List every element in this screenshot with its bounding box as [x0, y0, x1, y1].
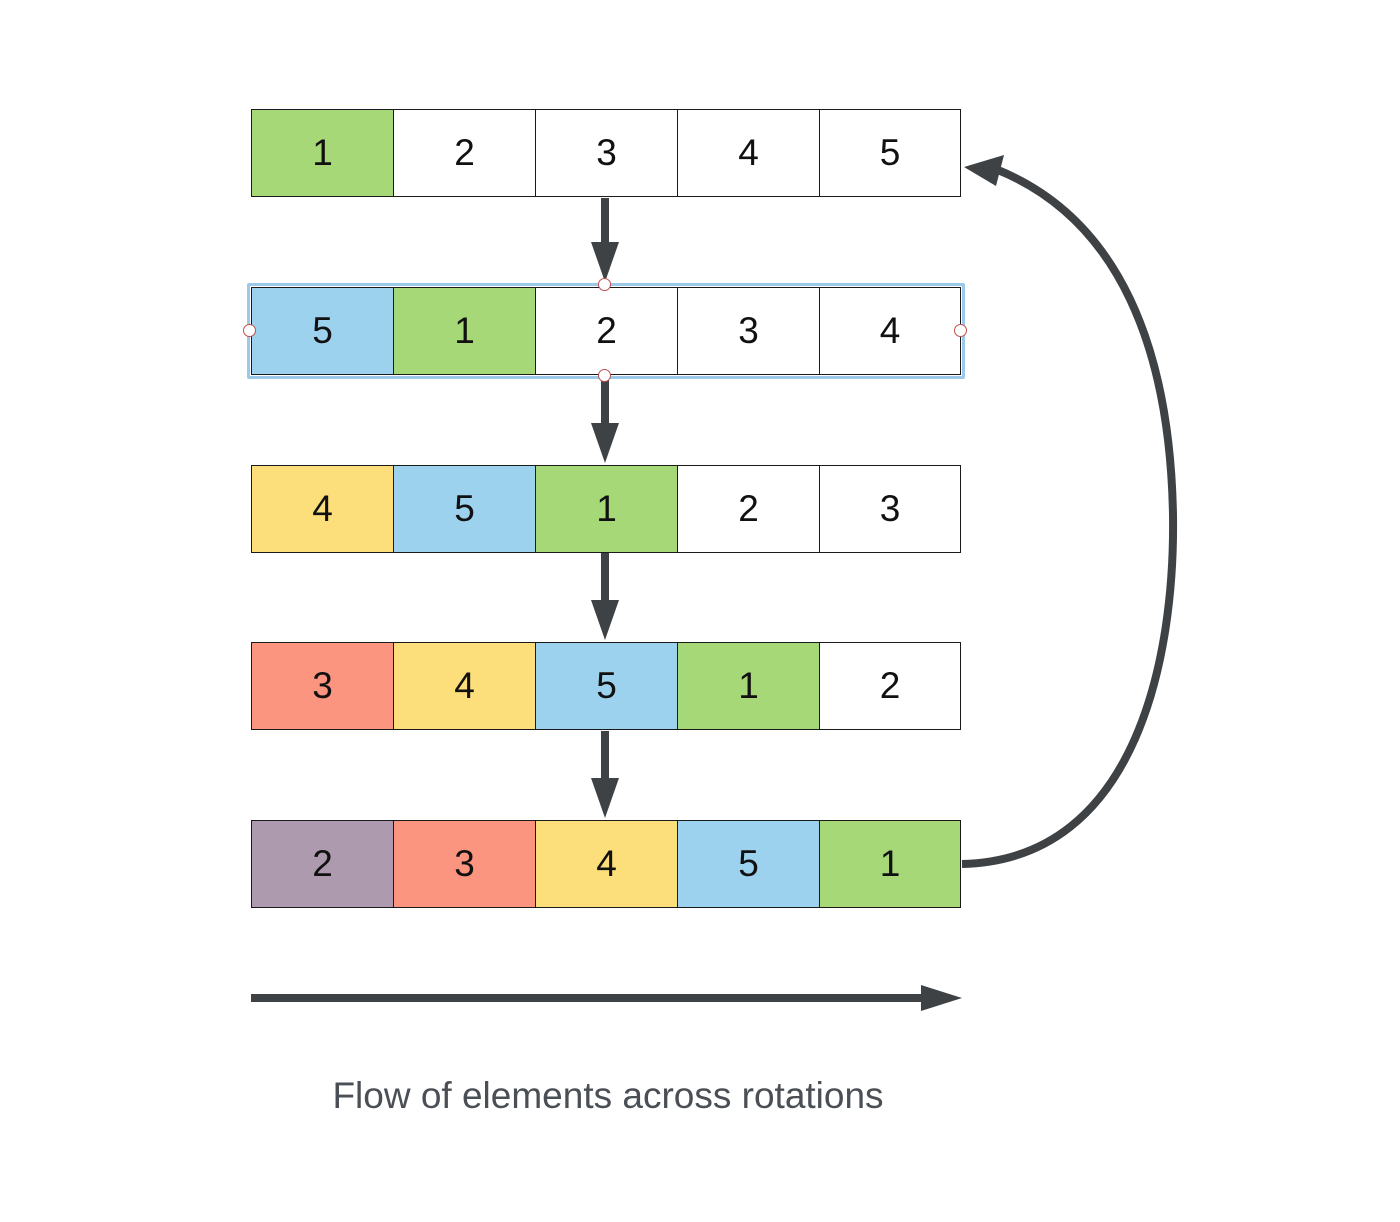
- array-cell: 5: [252, 288, 394, 374]
- array-cell: 3: [536, 110, 678, 196]
- array-cell: 1: [394, 288, 536, 374]
- array-cell: 1: [536, 466, 678, 552]
- flow-arrowhead: [921, 985, 962, 1011]
- array-cell: 4: [252, 466, 394, 552]
- selection-handle-top[interactable]: [598, 278, 611, 291]
- return-arrow-curve: [961, 166, 1178, 868]
- array-cell: 1: [820, 821, 960, 907]
- down-arrowhead: [591, 242, 619, 282]
- array-cell: 4: [678, 110, 820, 196]
- array-cell: 2: [394, 110, 536, 196]
- array-cell: 2: [678, 466, 820, 552]
- array-cell: 5: [536, 643, 678, 729]
- array-cell: 4: [536, 821, 678, 907]
- down-arrowhead: [591, 778, 619, 818]
- array-cell: 2: [252, 821, 394, 907]
- array-cell: 1: [678, 643, 820, 729]
- array-cell: 1: [252, 110, 394, 196]
- array-cell: 5: [678, 821, 820, 907]
- selection-handle-right[interactable]: [954, 324, 967, 337]
- array-cell: 4: [394, 643, 536, 729]
- diagram-caption: Flow of elements across rotations: [332, 1075, 884, 1116]
- array-cell: 3: [820, 466, 960, 552]
- down-arrowhead: [591, 600, 619, 640]
- array-cell: 2: [536, 288, 678, 374]
- return-arrowhead: [964, 155, 1004, 186]
- array-cell: 5: [820, 110, 960, 196]
- selection-handle-left[interactable]: [243, 324, 256, 337]
- array-cell: 3: [252, 643, 394, 729]
- selection-handle-bottom[interactable]: [598, 369, 611, 382]
- array-cell: 5: [394, 466, 536, 552]
- array-cell: 3: [394, 821, 536, 907]
- array-cell: 3: [678, 288, 820, 374]
- array-cell: 4: [820, 288, 960, 374]
- down-arrowhead: [591, 423, 619, 463]
- array-cell: 2: [820, 643, 960, 729]
